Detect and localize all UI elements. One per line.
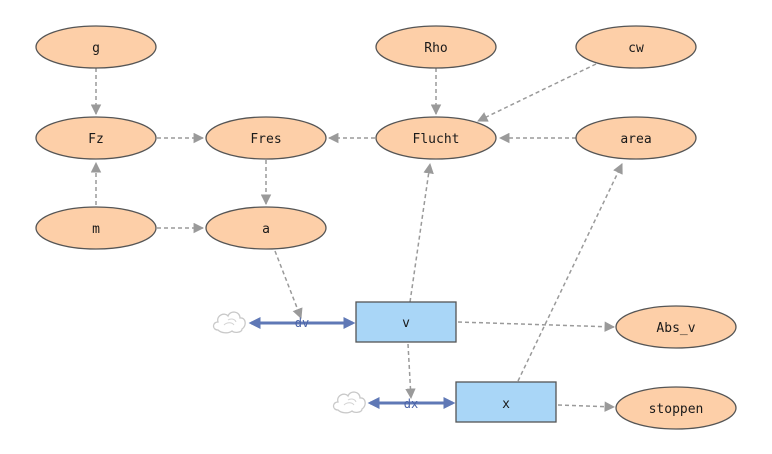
link-v-dx bbox=[405, 343, 416, 400]
node-cw-label: cw bbox=[628, 41, 644, 56]
node-a[interactable]: a bbox=[205, 206, 327, 250]
links bbox=[90, 63, 623, 412]
node-flucht-label: Flucht bbox=[413, 132, 460, 147]
stock-v-label: v bbox=[402, 316, 410, 331]
node-a-label: a bbox=[262, 222, 270, 237]
node-flucht[interactable]: Flucht bbox=[375, 116, 497, 160]
node-abs-v[interactable]: Abs_v bbox=[615, 305, 737, 349]
node-fz-label: Fz bbox=[88, 132, 104, 147]
node-abs-v-label: Abs_v bbox=[656, 321, 695, 336]
node-g[interactable]: g bbox=[35, 25, 157, 69]
stock-x[interactable]: x bbox=[455, 381, 557, 423]
link-cw-flucht bbox=[477, 63, 597, 122]
link-x-area bbox=[517, 163, 623, 382]
node-m-label: m bbox=[92, 222, 100, 237]
node-stoppen-label: stoppen bbox=[649, 402, 704, 417]
node-stoppen[interactable]: stoppen bbox=[615, 386, 737, 430]
node-cw[interactable]: cw bbox=[575, 25, 697, 69]
cloud-icon bbox=[212, 311, 246, 334]
link-a-dv bbox=[274, 250, 303, 319]
flow-dx-label[interactable]: dx bbox=[404, 397, 418, 411]
stock-v[interactable]: v bbox=[355, 301, 457, 343]
node-area-label: area bbox=[620, 132, 651, 147]
stock-x-label: x bbox=[502, 397, 510, 412]
node-fres-label: Fres bbox=[250, 132, 281, 147]
node-rho-label: Rho bbox=[424, 41, 447, 56]
link-x-stoppen bbox=[557, 401, 616, 412]
link-v-abs-v bbox=[457, 321, 616, 332]
node-fres[interactable]: Fres bbox=[205, 116, 327, 160]
link-v-flucht bbox=[409, 162, 434, 303]
cloud-icon bbox=[332, 391, 366, 414]
node-g-label: g bbox=[92, 41, 100, 56]
node-rho[interactable]: Rho bbox=[375, 25, 497, 69]
node-fz[interactable]: Fz bbox=[35, 116, 157, 160]
flows bbox=[248, 317, 456, 409]
node-m[interactable]: m bbox=[35, 206, 157, 250]
flow-dv-label[interactable]: dv bbox=[295, 316, 309, 330]
node-area[interactable]: area bbox=[575, 116, 697, 160]
